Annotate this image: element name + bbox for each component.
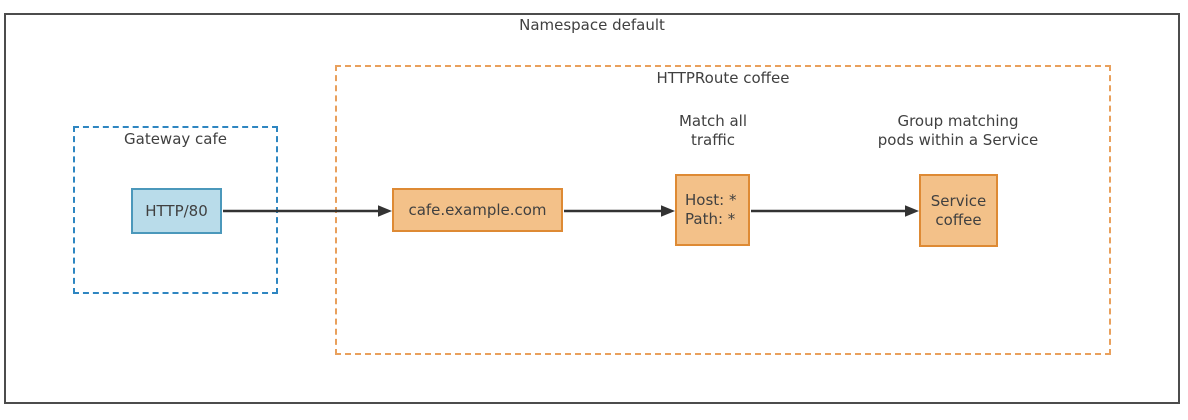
httproute-title: HTTPRoute coffee bbox=[656, 69, 790, 87]
backend-annotation: Group matching pods within a Service bbox=[877, 112, 1039, 149]
gateway-title: Gateway cafe bbox=[124, 130, 227, 148]
gateway-listener-node: HTTP/80 bbox=[131, 188, 222, 234]
namespace-boundary bbox=[4, 13, 1180, 404]
hostname-label: cafe.example.com bbox=[408, 200, 547, 219]
match-rule-node: Host: * Path: * bbox=[675, 174, 750, 246]
namespace-title: Namespace default bbox=[519, 16, 665, 34]
match-annotation: Match all traffic bbox=[678, 112, 748, 149]
gateway-listener-label: HTTP/80 bbox=[145, 201, 208, 220]
match-rule-label: Host: * Path: * bbox=[685, 191, 737, 228]
service-label: Service coffee bbox=[930, 191, 987, 229]
service-node: Service coffee bbox=[919, 174, 998, 247]
hostname-node: cafe.example.com bbox=[392, 188, 563, 232]
